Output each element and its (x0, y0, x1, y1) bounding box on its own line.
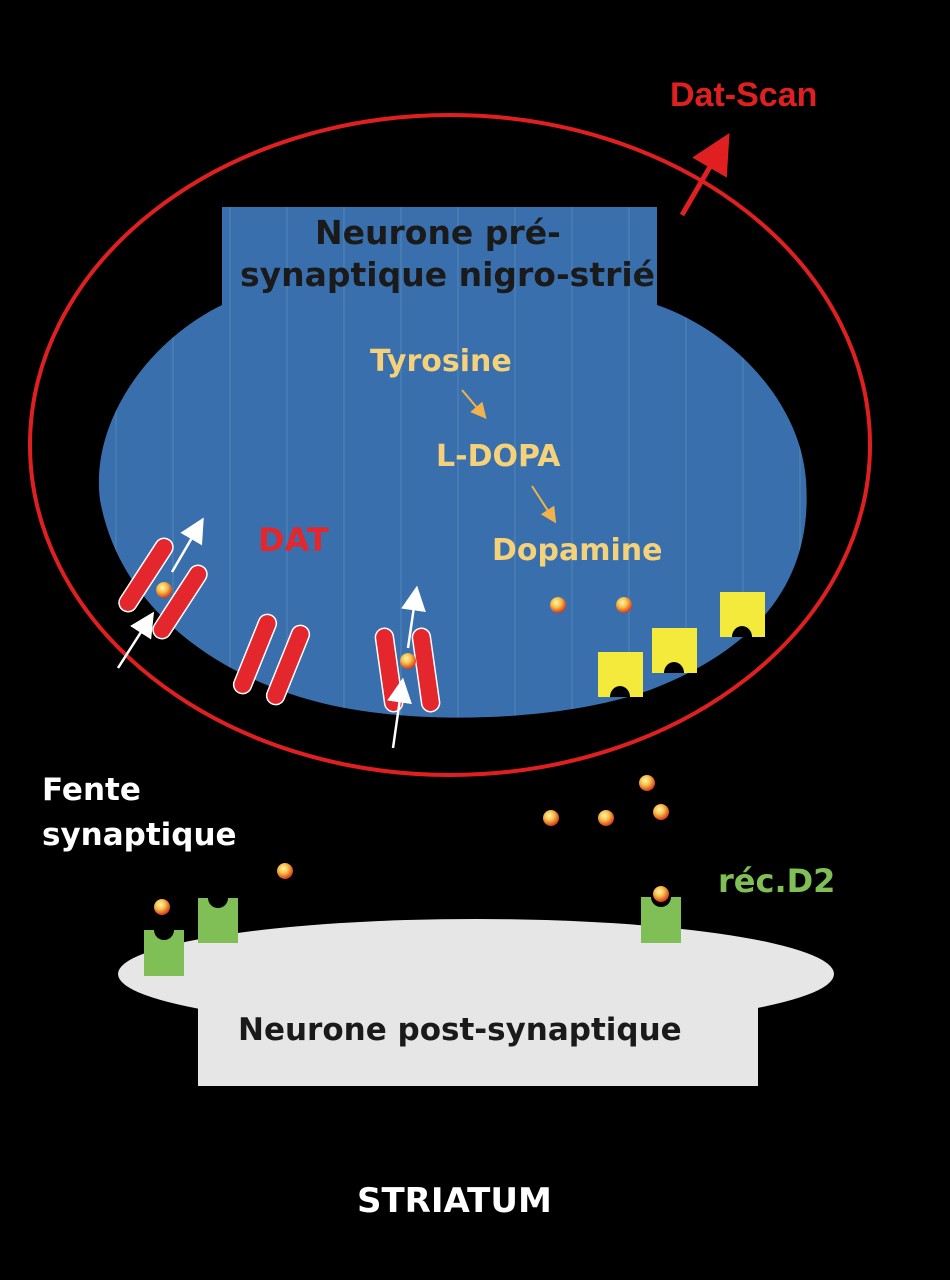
pathway-arrow-1 (461, 389, 487, 420)
d2-receptor (144, 930, 184, 976)
dopamine-molecules (154, 582, 669, 915)
datscan-arrow (679, 133, 730, 217)
dat-transporter-middle (232, 613, 311, 706)
presynaptic-title-line1: Neurone pré- (315, 213, 561, 252)
vesicle (652, 628, 697, 673)
dopamine-molecule (550, 597, 566, 613)
dopamine-molecule (277, 863, 293, 879)
dopamine-molecule (639, 775, 655, 791)
synaptic-cleft-label-line1: Fente (42, 772, 141, 808)
presynaptic-title-line2: synaptique nigro-strié (240, 255, 655, 294)
pathway-arrow-2 (531, 485, 557, 524)
d2-receptor (198, 898, 238, 943)
datscan-label: Dat-Scan (670, 76, 817, 114)
datscan-outline (28, 113, 872, 777)
dopamine-label: Dopamine (492, 533, 662, 568)
dopamine-molecule (154, 899, 170, 915)
dat-transporter-left (118, 537, 208, 640)
presynaptic-neuron (98, 207, 807, 718)
vesicle (720, 592, 765, 637)
dopamine-molecule (616, 597, 632, 613)
vesicle (598, 652, 643, 697)
postsynaptic-neuron (118, 919, 834, 1086)
d2-receptor-label: réc.D2 (718, 862, 835, 900)
ldopa-label: L-DOPA (436, 439, 561, 474)
dat-label: DAT (258, 521, 329, 559)
postsynaptic-label: Neurone post-synaptique (238, 1012, 682, 1048)
striatum-label: STRIATUM (357, 1181, 552, 1221)
dopamine-molecule (598, 810, 614, 826)
d2-receptor (641, 897, 681, 943)
dopamine-molecule (653, 886, 669, 902)
dopamine-molecule (653, 804, 669, 820)
dopamine-molecule (156, 582, 172, 598)
dopamine-molecule (400, 653, 416, 669)
tyrosine-label: Tyrosine (370, 344, 512, 379)
reuptake-arrows (116, 517, 426, 749)
synaptic-cleft-label-line2: synaptique (42, 817, 237, 853)
dopamine-molecule (543, 810, 559, 826)
